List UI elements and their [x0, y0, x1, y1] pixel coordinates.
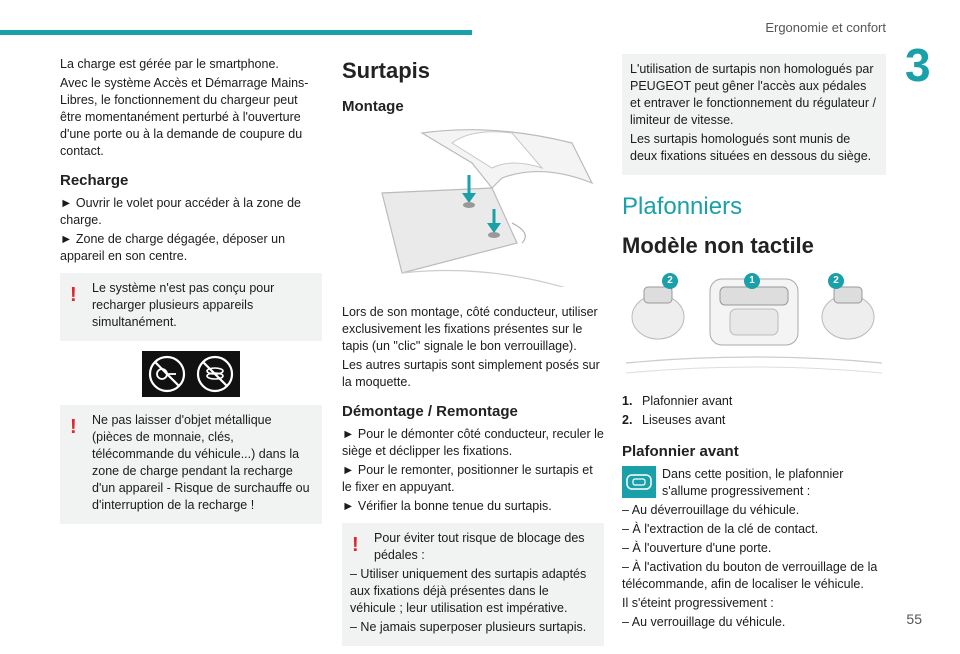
callout-badge: 2 — [662, 273, 678, 289]
paragraph: Avec le système Accès et Démarrage Mains… — [60, 76, 309, 158]
warning-box: ! Le système n'est pas conçu pour rechar… — [60, 273, 322, 341]
step: Pour le remonter, positionner le surtapi… — [342, 462, 604, 496]
list-item: – À l'extraction de la clé de contact. — [622, 522, 819, 536]
warning-item: – Ne jamais superposer plusieurs surtapi… — [350, 620, 587, 634]
warning-text: Le système n'est pas conçu pour recharge… — [92, 281, 275, 329]
warning-box: ! Pour éviter tout risque de blocage des… — [342, 523, 604, 646]
list-item: 2.Liseuses avant — [622, 413, 726, 427]
column-3: L'utilisation de surtapis non homologués… — [622, 54, 886, 633]
step: Zone de charge dégagée, déposer un appar… — [60, 231, 322, 265]
legend-list: 1.Plafonnier avant 2.Liseuses avant — [622, 393, 886, 429]
recharge-heading: Recharge — [60, 172, 129, 189]
info-text: Les surtapis homologués sont munis de de… — [630, 132, 872, 163]
paragraph: Lors de son montage, côté conducteur, ut… — [342, 305, 598, 353]
paragraph: Dans cette position, le plafonnier s'all… — [662, 467, 844, 498]
paragraph: Les autres surtapis sont simplement posé… — [342, 358, 600, 389]
ceiling-light-icon — [625, 278, 883, 374]
info-text: L'utilisation de surtapis non homologués… — [630, 62, 876, 127]
paragraph: La charge est gérée par le smartphone. — [60, 57, 279, 71]
prohibited-objects-icon — [142, 351, 240, 397]
callout-badge: 2 — [828, 273, 844, 289]
demontage-heading: Démontage / Remontage — [342, 403, 518, 420]
step: Ouvrir le volet pour accéder à la zone d… — [60, 195, 322, 229]
list-item: – Au déverrouillage du véhicule. — [622, 503, 800, 517]
plafonnier-avant-heading: Plafonnier avant — [622, 443, 739, 460]
no-objects-pictogram — [60, 351, 322, 397]
section-title: Ergonomie et confort — [765, 20, 886, 35]
surtapis-heading: Surtapis — [342, 58, 431, 83]
warning-icon: ! — [352, 534, 359, 556]
ceiling-lamp-icon — [622, 466, 656, 498]
page-number: 55 — [906, 611, 922, 627]
step: Pour le démonter côté conducteur, recule… — [342, 426, 604, 460]
info-box: L'utilisation de surtapis non homologués… — [622, 54, 886, 175]
list-item: – Au verrouillage du véhicule. — [622, 615, 786, 629]
paragraph: Il s'éteint progressivement : — [622, 596, 774, 610]
callout-badge: 1 — [744, 273, 760, 289]
list-item: – À l'activation du bouton de verrouilla… — [622, 560, 878, 591]
warning-box: ! Ne pas laisser d'objet métallique (piè… — [60, 405, 322, 524]
warning-text: Ne pas laisser d'objet métallique (pièce… — [92, 413, 310, 512]
montage-heading: Montage — [342, 98, 404, 115]
warning-text: Pour éviter tout risque de blocage des p… — [374, 531, 585, 562]
plafonniers-heading: Plafonniers — [622, 193, 743, 220]
header-accent-bar — [0, 30, 472, 35]
step: Vérifier la bonne tenue du surtapis. — [342, 498, 604, 515]
column-1: La charge est gérée par le smartphone. A… — [60, 56, 322, 532]
ceiling-light-illustration: 2 1 2 — [622, 273, 886, 385]
warning-item: – Utiliser uniquement des surtapis adapt… — [350, 567, 587, 615]
list-item: 1.Plafonnier avant — [622, 394, 733, 408]
list-item: – À l'ouverture d'une porte. — [622, 541, 772, 555]
chapter-number: 3 — [905, 39, 931, 91]
modele-heading: Modèle non tactile — [622, 233, 814, 258]
floor-mat-illustration — [342, 123, 604, 294]
column-2: Surtapis Montage Lors de son montage, cô… — [342, 56, 604, 654]
floor-mat-icon — [381, 129, 594, 294]
warning-icon: ! — [70, 284, 77, 306]
plafonnier-intro-row: Dans cette position, le plafonnier s'all… — [622, 466, 886, 502]
warning-icon: ! — [70, 416, 77, 438]
